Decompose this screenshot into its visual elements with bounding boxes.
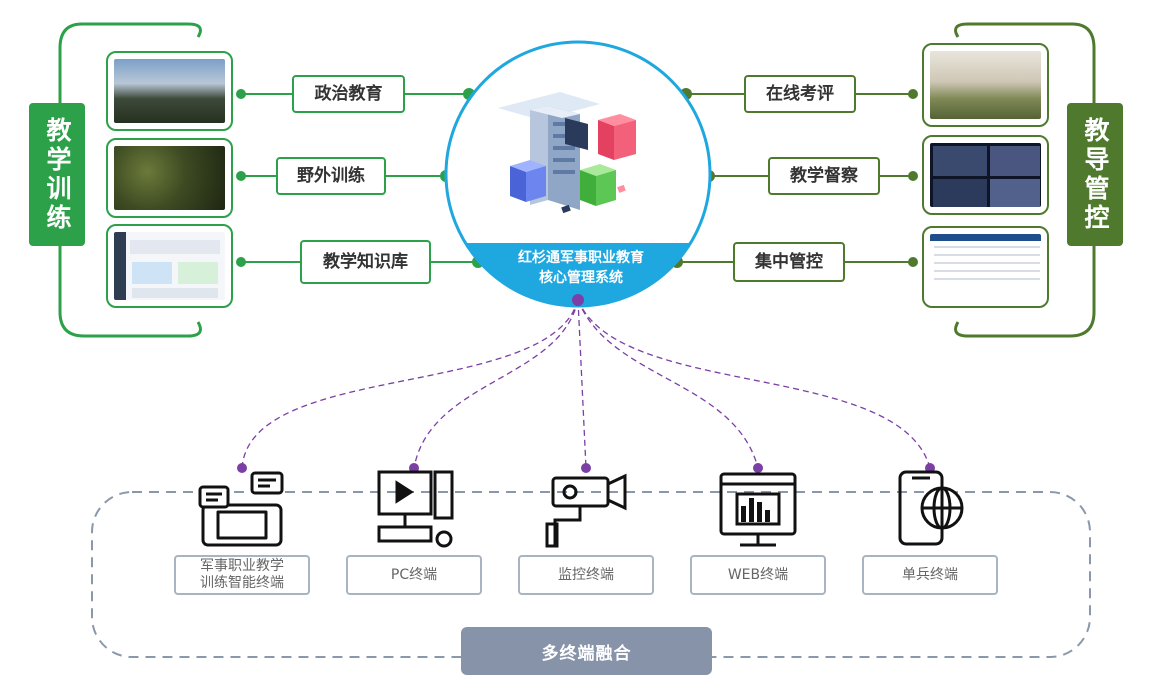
terminal-web-label: WEB终端 xyxy=(727,566,789,583)
thumbnail-teaching-inspection xyxy=(922,135,1049,215)
item-centralized-control[interactable]: 集中管控 xyxy=(733,242,845,282)
exam-room-photo xyxy=(930,51,1041,119)
thumbnail-centralized-control xyxy=(922,226,1049,308)
thumbnail-online-evaluation xyxy=(922,43,1049,127)
terminal-link-dots xyxy=(237,294,935,473)
web-chart-icon xyxy=(719,472,797,547)
desktop-computer-icon xyxy=(377,470,454,548)
thumbnail-knowledge-base xyxy=(106,224,233,308)
right-connectors xyxy=(677,93,913,263)
classroom-photo xyxy=(114,59,225,123)
item-online-evaluation[interactable]: 在线考评 xyxy=(744,75,856,113)
item-teaching-inspection[interactable]: 教学督察 xyxy=(768,157,880,195)
terminal-pc[interactable]: PC终端 xyxy=(346,555,482,595)
field-training-photo xyxy=(114,146,225,210)
cctv-camera-icon xyxy=(545,473,627,548)
core-system-label: 红杉通军事职业教育 核心管理系统 xyxy=(501,248,661,296)
thumbnail-field-training xyxy=(106,138,233,218)
terminal-pc-label: PC终端 xyxy=(390,566,438,583)
left-group-title: 教学训练 xyxy=(29,103,85,246)
multi-terminal-fusion-label: 多终端融合 xyxy=(461,627,712,675)
thumbnail-political-education xyxy=(106,51,233,131)
right-group-title: 教导管控 xyxy=(1067,103,1123,246)
terminal-monitoring[interactable]: 监控终端 xyxy=(518,555,654,595)
terminal-smart-training[interactable]: 军事职业教学训练智能终端 xyxy=(174,555,310,595)
item-field-training[interactable]: 野外训练 xyxy=(276,157,386,195)
dashboard-screenshot xyxy=(114,232,225,300)
tablet-chat-icon xyxy=(198,471,284,547)
core-system-line1: 红杉通军事职业教育 xyxy=(518,250,644,266)
management-table-screenshot xyxy=(930,234,1041,300)
surveillance-grid-photo xyxy=(930,143,1041,207)
terminal-individual-soldier-label: 单兵终端 xyxy=(902,566,958,583)
left-connectors xyxy=(241,93,478,263)
terminal-monitoring-label: 监控终端 xyxy=(558,566,614,583)
mobile-globe-icon xyxy=(898,470,964,546)
item-knowledge-base[interactable]: 教学知识库 xyxy=(300,240,431,284)
right-connector-dots xyxy=(671,88,918,268)
terminal-web[interactable]: WEB终端 xyxy=(690,555,826,595)
terminal-smart-training-label: 军事职业教学训练智能终端 xyxy=(200,558,284,591)
terminal-individual-soldier[interactable]: 单兵终端 xyxy=(862,555,998,595)
item-political-education[interactable]: 政治教育 xyxy=(292,75,405,113)
terminal-links xyxy=(241,299,931,469)
core-system-line2: 核心管理系统 xyxy=(539,270,623,286)
server-illustration-icon xyxy=(498,92,636,214)
